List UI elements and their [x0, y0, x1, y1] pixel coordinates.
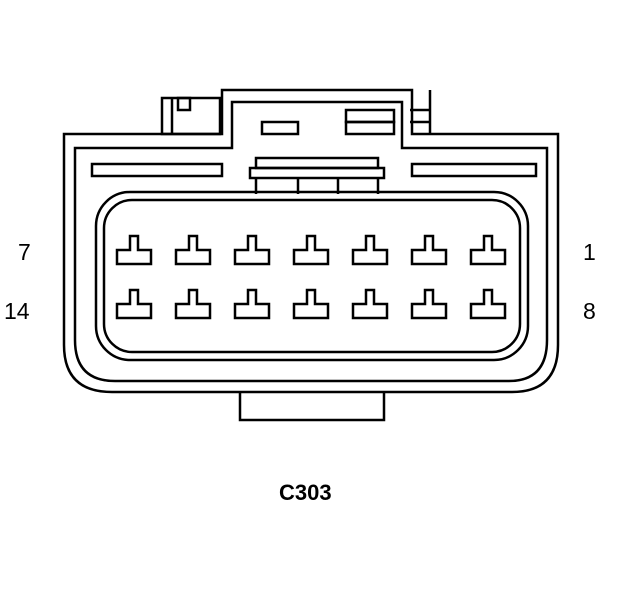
pin-terminal	[115, 234, 153, 266]
connector-id: C303	[279, 480, 332, 505]
pin-terminal	[410, 288, 448, 320]
outer-housing	[62, 88, 560, 394]
pin-terminal	[351, 234, 389, 266]
right-slot	[410, 162, 538, 178]
pin-terminal	[469, 288, 507, 320]
pin-label-top-right: 1	[583, 239, 596, 265]
inner-housing	[73, 100, 549, 383]
pin-terminal	[233, 234, 271, 266]
pin-terminal	[351, 288, 389, 320]
pin-label-bottom-right: 8	[583, 298, 596, 324]
pin-terminal	[410, 234, 448, 266]
bottom-tab	[238, 392, 386, 422]
pin-terminal	[469, 234, 507, 266]
cavity-outer	[94, 190, 530, 362]
pin-terminal	[233, 288, 271, 320]
pin-terminal	[115, 288, 153, 320]
cavity-inner	[102, 198, 522, 354]
center-key	[248, 156, 386, 194]
latch-block	[160, 90, 432, 136]
pin-label-top-left: 7	[18, 239, 31, 265]
pin-terminal	[174, 234, 212, 266]
pin-terminal	[174, 288, 212, 320]
pin-terminal	[292, 234, 330, 266]
left-slot	[90, 162, 224, 178]
pin-terminal	[292, 288, 330, 320]
pin-label-bottom-left: 14	[4, 298, 30, 324]
